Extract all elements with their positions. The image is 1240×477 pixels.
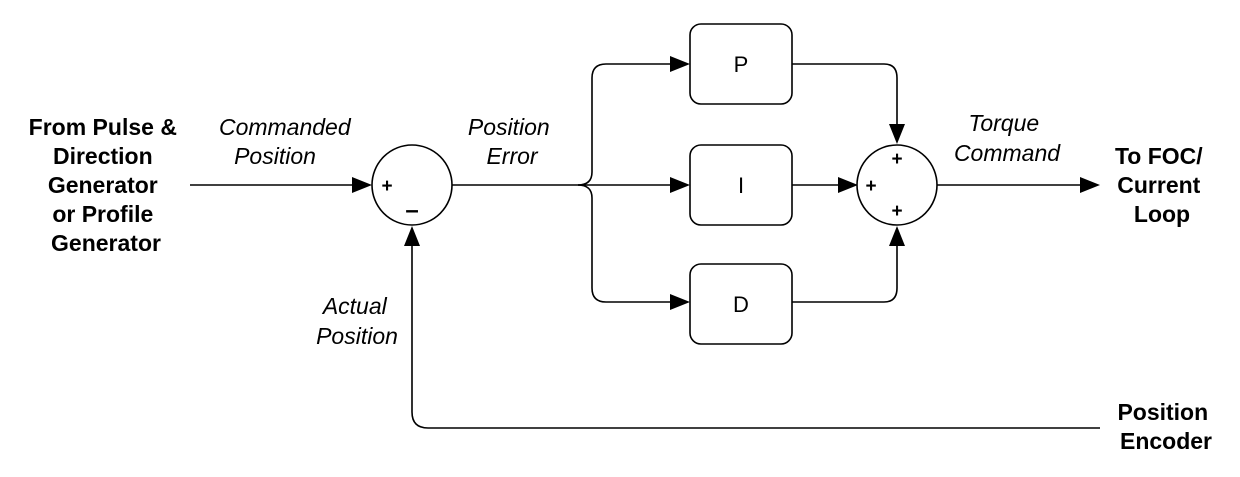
p-output-arrow [889,124,905,144]
encoder-label: Position Encoder [1117,399,1214,454]
torque-command-label-line: Command [954,140,1061,166]
proportional-block-label: P [734,52,749,77]
commanded-position-label: Commanded Position [219,114,357,169]
arrow-to-p [670,56,690,72]
commanded-position-arrow [352,177,372,193]
source-label-line: Direction [53,143,153,169]
torque-command-label: Torque Command [954,110,1061,166]
integral-block-label: I [738,173,744,198]
actual-position-label: Actual Position [316,293,398,349]
source-label-line: or Profile [52,201,153,227]
arrow-to-d [670,294,690,310]
error-junction-plus-sign: + [381,176,392,197]
torque-command-arrow [1080,177,1100,193]
pid-summing-junction [856,144,938,226]
derivative-block-label: D [733,292,749,317]
source-label-line: From Pulse & [29,114,177,140]
position-error-label-line: Position [468,114,550,140]
derivative-block [689,263,793,345]
position-error-label: Position Error [468,114,556,169]
output-label-line: To FOC/ [1115,143,1203,169]
source-label-line: Generator [51,230,161,256]
torque-command-label-line: Torque [968,110,1039,136]
output-label-line: Loop [1134,201,1190,227]
branch-wire-d [577,184,672,303]
pid-junction-top-sign: + [891,149,902,170]
d-output-arrow [889,226,905,246]
feedback-wire [411,244,1100,429]
commanded-position-label-line: Commanded [219,114,352,140]
d-output-wire [792,244,898,303]
p-output-wire [792,63,898,126]
actual-position-label-line: Actual [321,293,388,319]
encoder-label-line: Encoder [1120,428,1212,454]
i-output-arrow [838,177,858,193]
arrow-to-i [670,177,690,193]
error-summing-junction [371,144,453,226]
branch-wire-p [577,63,672,186]
output-label-line: Current [1117,172,1200,198]
integral-block [689,144,793,226]
encoder-label-line: Position [1117,399,1208,425]
feedback-arrow [404,226,420,246]
output-label: To FOC/ Current Loop [1115,143,1209,227]
source-label: From Pulse & Direction Generator or Prof… [29,114,184,256]
position-error-label-line: Error [486,143,538,169]
commanded-position-label-line: Position [234,143,316,169]
actual-position-label-line: Position [316,323,398,349]
error-junction-minus-sign: – [405,197,418,224]
proportional-block [689,23,793,105]
source-label-line: Generator [48,172,158,198]
pid-junction-bottom-sign: + [891,201,902,222]
pid-junction-left-sign: + [865,176,876,197]
